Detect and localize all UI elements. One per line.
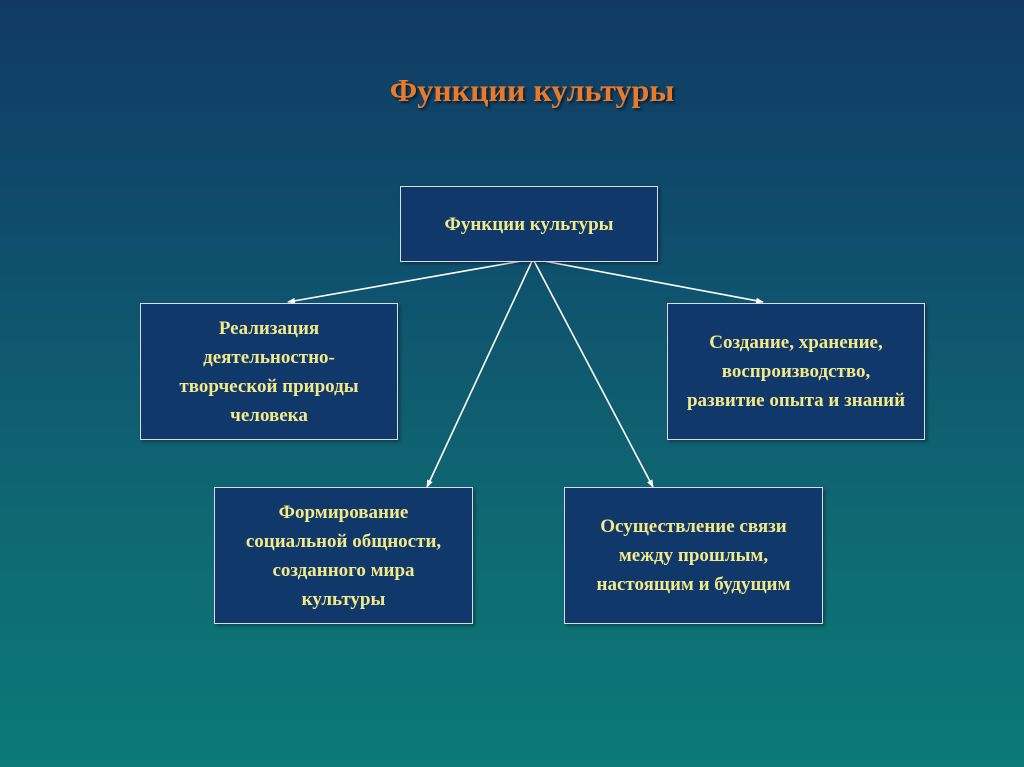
node-box-realization: Реализация деятельностно-творческой прир… [140, 303, 398, 440]
arrow-to-bottom-right-box [532, 258, 654, 488]
arrow-to-right-box [532, 258, 764, 304]
node-label-connection: Осуществление связи между прошлым, насто… [596, 516, 791, 595]
arrow-to-left-box [287, 258, 534, 304]
node-label-realization: Реализация деятельностно-творческой прир… [179, 317, 359, 426]
slide-title: Функции культуры [389, 72, 675, 108]
root-node-box: Функции культуры [400, 186, 658, 262]
node-box-creation-storage: Создание, хранение, воспроизводство, раз… [667, 303, 925, 440]
node-box-connection: Осуществление связи между прошлым, насто… [564, 487, 823, 624]
arrow-to-bottom-left-box [426, 258, 534, 488]
node-label-formation: Формирование социальной общности, создан… [245, 501, 442, 610]
root-node-label: Функции культуры [444, 213, 614, 235]
node-label-creation-storage: Создание, хранение, воспроизводство, раз… [686, 332, 906, 411]
node-box-formation: Формирование социальной общности, создан… [214, 487, 473, 624]
